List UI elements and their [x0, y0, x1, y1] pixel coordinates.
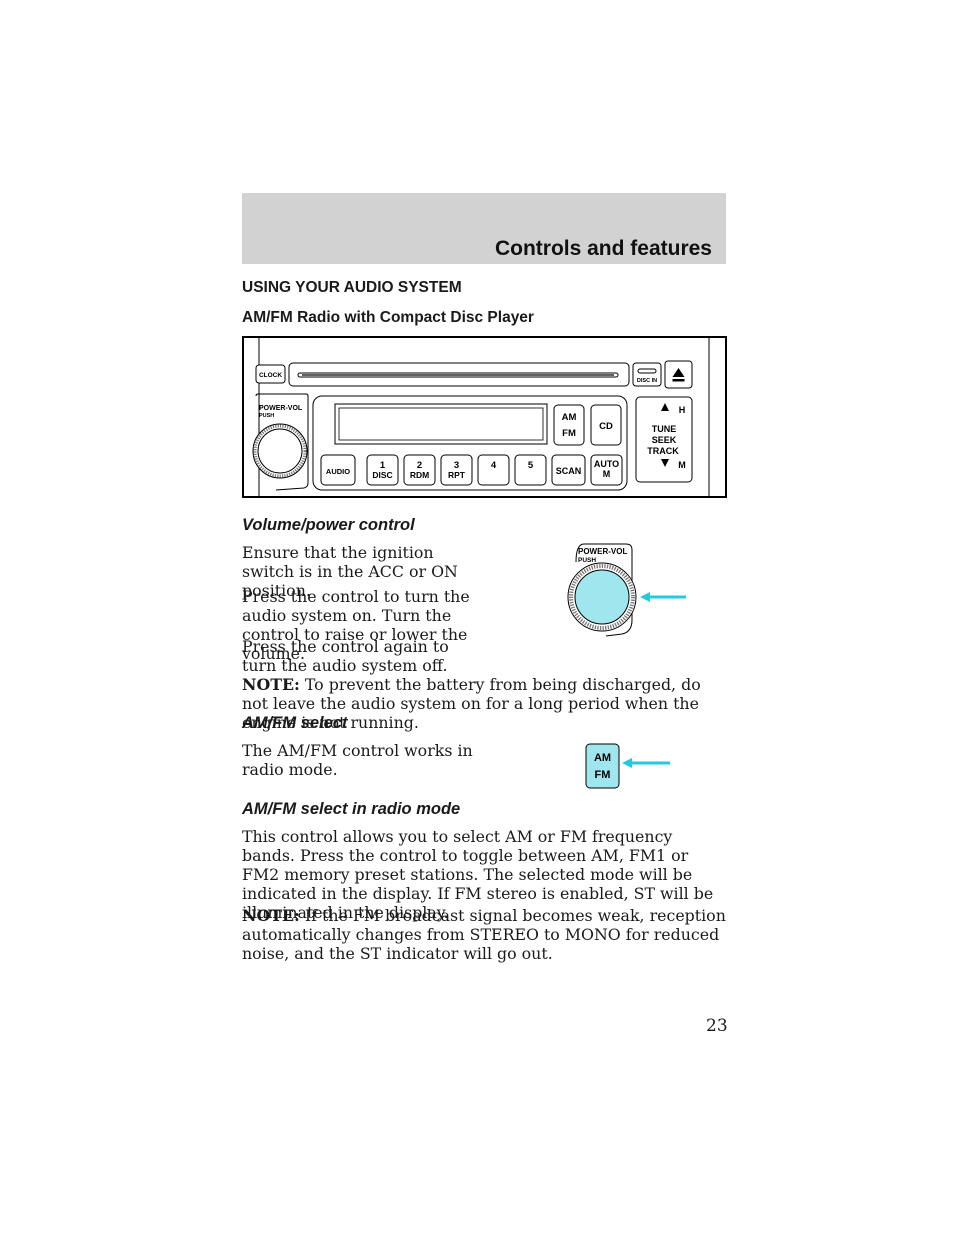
page-number: 23: [706, 1016, 728, 1036]
eject-icon: [672, 368, 685, 377]
seek-label: SEEK: [652, 435, 677, 445]
amfm-radio-note-text: If the FM broadcast signal becomes weak,…: [242, 906, 726, 963]
volume-note-label: NOTE:: [242, 675, 300, 694]
power-vol-label: POWER-VOL: [259, 405, 303, 412]
am-label: AM: [562, 412, 577, 423]
up-arrow-icon: [661, 403, 669, 411]
knob-power-vol-label: POWER-VOL: [578, 547, 627, 556]
volume-paragraph-1: Ensure that the ignition switch is in th…: [242, 543, 458, 600]
amfm-radio-note-label: NOTE:: [242, 906, 300, 925]
preset-4-number: 4: [491, 460, 497, 471]
amfm-heading: AM/FM select: [242, 714, 348, 732]
amfm-button-figure: AM FM: [585, 743, 670, 789]
preset-1-number: 1: [380, 460, 386, 471]
volume-knob-figure: POWER-VOL PUSH: [567, 543, 686, 637]
volume-note-text: To prevent the battery from being discha…: [242, 675, 701, 732]
scan-label: SCAN: [556, 466, 582, 476]
clock-button-label: CLOCK: [259, 372, 282, 379]
preset-5-number: 5: [528, 460, 534, 471]
volume-paragraph-3: Press the control again to turn the audi…: [242, 637, 449, 675]
volume-note: NOTE: To prevent the battery from being …: [242, 675, 726, 732]
fig-fm-label: FM: [595, 769, 611, 781]
volume-heading: Volume/power control: [242, 516, 415, 534]
volume-knob-highlight: [574, 569, 630, 625]
tune-label: TUNE: [652, 424, 677, 434]
page-header: Controls and features: [242, 193, 726, 264]
cd-label: CD: [599, 421, 613, 432]
preset-2-sub: RDM: [410, 470, 429, 480]
pointer-arrow-icon: [640, 592, 650, 602]
m-label: M: [678, 460, 686, 470]
knob-push-label: PUSH: [578, 557, 596, 564]
preset-3-number: 3: [454, 460, 459, 471]
preset-1-sub: DISC: [372, 470, 392, 480]
track-label: TRACK: [647, 446, 679, 456]
amfm-radio-heading: AM/FM select in radio mode: [242, 800, 461, 818]
section-title: USING YOUR AUDIO SYSTEM: [242, 279, 462, 296]
amfm-button-highlight: [585, 743, 620, 789]
fig-am-label: AM: [594, 752, 611, 764]
down-arrow-icon: [661, 459, 669, 467]
subsection-title: AM/FM Radio with Compact Disc Player: [242, 309, 534, 326]
auto-label: AUTO: [594, 459, 619, 469]
audio-label: AUDIO: [326, 467, 350, 476]
preset-3-sub: RPT: [448, 470, 466, 480]
disc-in-label: DISC IN: [637, 378, 657, 384]
amfm-paragraph-1: The AM/FM control works in radio mode.: [242, 741, 473, 779]
header-title: Controls and features: [494, 237, 712, 260]
pointer-arrow-icon: [622, 758, 632, 768]
auto-sub-label: M: [603, 469, 611, 479]
amfm-radio-paragraph-1: This control allows you to select AM or …: [242, 827, 714, 922]
h-label: H: [679, 405, 686, 415]
amfm-radio-note: NOTE: If the FM broadcast signal becomes…: [242, 906, 726, 963]
volume-paragraph-2: Press the control to turn the audio syst…: [242, 587, 470, 663]
fm-label: FM: [562, 428, 576, 439]
preset-2-number: 2: [417, 460, 422, 471]
radio-faceplate-figure: CLOCK DISC IN POWER-VOL PUSH AM FM CD AU…: [242, 336, 727, 498]
push-label: PUSH: [259, 413, 274, 419]
